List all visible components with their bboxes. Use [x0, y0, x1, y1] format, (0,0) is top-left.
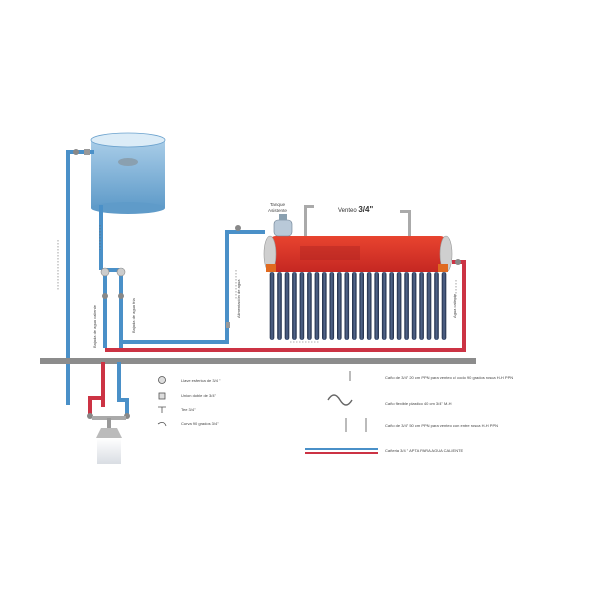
shower-pipes: [87, 362, 130, 464]
label-bajada-caliente: Bajada de agua caliente: [92, 305, 97, 348]
legend-right-1: Caño flexible plastico 40 cm 3/4" M-H: [385, 401, 452, 406]
tank-inlet-pipe: [66, 149, 94, 405]
evacuated-tube: [441, 272, 447, 340]
evacuated-tube: [337, 272, 342, 340]
evacuated-tube: [396, 272, 402, 340]
label-venteo: Venteo 3/4": [338, 205, 373, 214]
evacuated-tube: [434, 272, 439, 340]
label-tanque-line2: Asistente: [268, 208, 287, 213]
cold-feed-pipe: [121, 225, 265, 344]
legend-left-2: Tee 3/4": [181, 407, 196, 412]
evacuated-tube: [344, 272, 350, 340]
water-tank: [90, 132, 166, 214]
legend-right-2: Caño de 3/4" 50 cm PPN para venteo con e…: [385, 423, 499, 428]
cold-down-pipe: [99, 205, 126, 348]
legend-icons: [157, 371, 378, 454]
solar-collector: [263, 235, 453, 273]
evacuated-tube: [299, 272, 305, 340]
label-alimentacion: Alimentación de agua: [236, 279, 241, 318]
evacuated-tube: [411, 272, 417, 340]
evacuated-tube: [277, 272, 282, 340]
evacuated-tube: [359, 272, 364, 340]
legend-left-3: Curva 90 grados 3/4": [181, 421, 219, 426]
shower-head-icon: [96, 428, 122, 438]
evacuated-tube: [269, 272, 275, 340]
legend-right-0: Caño de 3/4" 20 cm PPN para venteo c/ co…: [385, 375, 514, 380]
evacuated-tube: [404, 272, 409, 340]
evacuated-tube: [292, 272, 297, 340]
evacuated-tubes: [269, 272, 447, 340]
evacuated-tube: [314, 272, 320, 340]
label-tanque-line1: Tanque: [270, 202, 286, 207]
assistant-tank: [273, 214, 293, 237]
evacuated-tube: [426, 272, 432, 340]
label-venteo-size: 3/4": [358, 205, 374, 214]
evacuated-tube: [419, 272, 424, 340]
hot-return-pipe: [105, 259, 466, 352]
evacuated-tube: [374, 272, 379, 340]
label-venteo-text: Venteo: [338, 208, 357, 214]
vent-pipes: [304, 205, 411, 236]
evacuated-tube: [284, 272, 290, 340]
legend-right-3: Cañeria 3/4 " APTA PARA AGUA CALIENTE: [385, 448, 464, 453]
evacuated-tube: [307, 272, 312, 340]
evacuated-tube: [352, 272, 357, 340]
evacuated-tube: [389, 272, 394, 340]
evacuated-tube: [329, 272, 335, 340]
evacuated-tube: [381, 272, 387, 340]
legend-left-0: Llave esferica de 3/4 ": [181, 378, 221, 383]
ground-line: [40, 358, 476, 364]
legend-left-1: Union doble de 3/4": [181, 393, 217, 398]
evacuated-tube: [322, 272, 327, 340]
flow-arrows: [57, 225, 457, 343]
evacuated-tube: [366, 272, 372, 340]
label-agua-caliente: Agua caliente: [452, 293, 457, 318]
label-bajada-fria: Bajada de agua fria: [131, 298, 136, 333]
